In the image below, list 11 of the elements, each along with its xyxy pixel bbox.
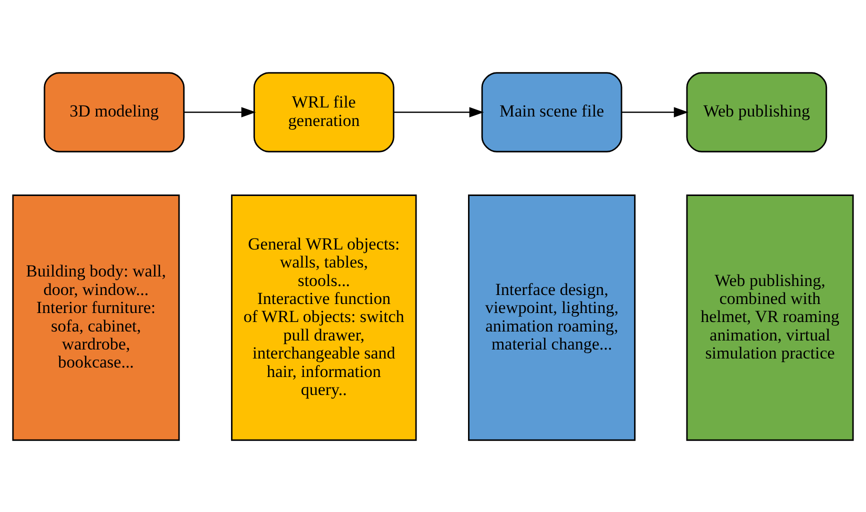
arrow — [394, 106, 484, 117]
node-box: Main scene file — [481, 72, 622, 152]
node-box: Building body: wall, door, window... Interior furniture: sofa, cabinet, wardrobe, bookcase... — [12, 194, 180, 440]
node-box: Interface design, viewpoint, lighting, animation roaming, material change... — [468, 194, 636, 440]
node-box: 3D modeling — [44, 72, 185, 152]
arrow — [622, 106, 688, 117]
node-box: General WRL objects: walls, tables, stools... Interactive function of WRL objects: switch pull drawer, interchangeable sand hair, information query.. — [231, 194, 417, 440]
node-box: WRL file generation — [253, 72, 394, 152]
node-box: Web publishing — [686, 72, 828, 152]
node-box: Web publishing, combined with helmet, VR roaming animation, virtual simulation practice — [686, 194, 854, 440]
arrow — [184, 106, 256, 117]
